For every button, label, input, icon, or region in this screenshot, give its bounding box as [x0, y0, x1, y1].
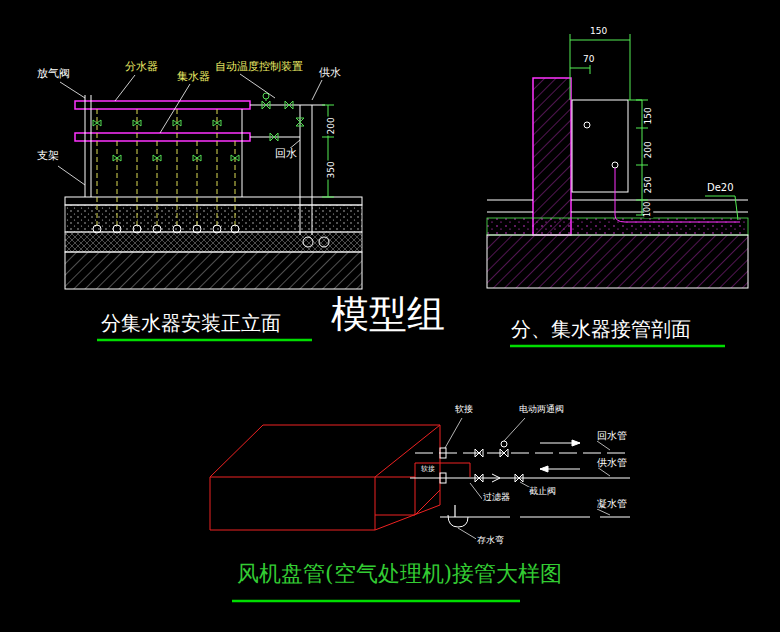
dimension-text: 100 — [644, 201, 653, 218]
dimension-text: 200 — [644, 140, 654, 159]
part-label: 供水管 — [596, 457, 628, 468]
part-label: 软接 — [454, 405, 474, 415]
part-label: 回水 — [274, 148, 298, 160]
part-label: 自动温度控制装置 — [214, 61, 304, 73]
caption-text: 风机盘管(空气处理机)接管大样图 — [236, 562, 563, 586]
dimension-text: 250 — [644, 175, 654, 194]
part-label: 150 — [589, 27, 608, 37]
part-label: 放气阀 — [36, 68, 71, 80]
part-label: 截止阀 — [528, 487, 557, 497]
dimension-text: 350 — [327, 160, 337, 179]
caption-text: 分集水器安装正立面 — [100, 312, 282, 334]
part-label: 集水器 — [176, 71, 211, 83]
dimension-text: 200 — [327, 116, 337, 135]
dimension-text: 150 — [644, 106, 654, 125]
part-label: 过滤器 — [482, 493, 511, 503]
part-label: De20 — [706, 182, 735, 193]
part-label: 供水 — [318, 67, 342, 79]
part-label: 凝水管 — [596, 498, 628, 509]
part-label: 电动两通阀 — [518, 405, 565, 415]
part-label: 存水弯 — [476, 536, 505, 546]
part-label: 回水管 — [596, 430, 628, 441]
part-label: 分水器 — [124, 61, 159, 73]
part-label: 支架 — [36, 150, 60, 162]
part-label: 70 — [582, 55, 595, 65]
caption-text: 分、集水器接管剖面 — [510, 318, 692, 340]
part-label: 软接 — [420, 466, 436, 474]
caption-text: 模型组 — [330, 294, 446, 336]
